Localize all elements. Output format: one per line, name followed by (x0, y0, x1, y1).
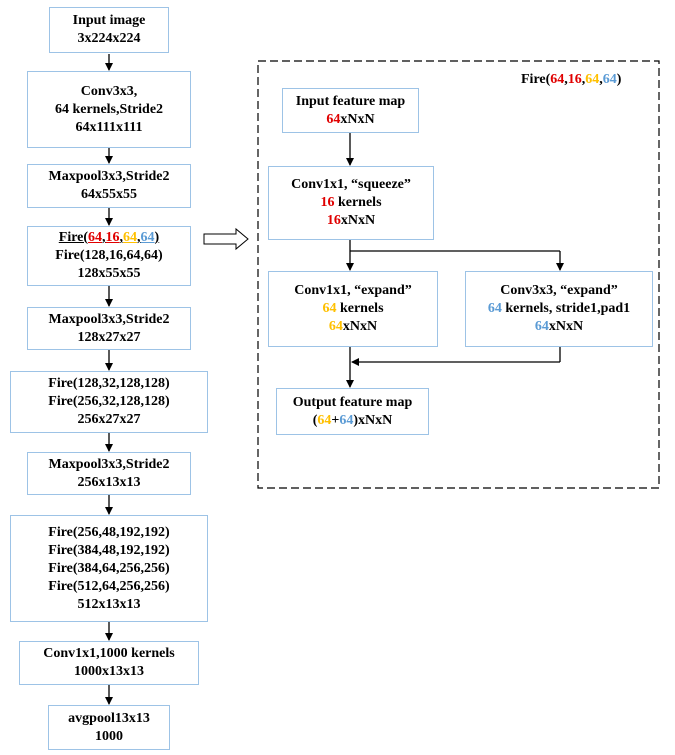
fm-expand3-box: Conv3x3, “expand” 64 kernels, stride1,pa… (465, 271, 653, 347)
fm-output-label: Output feature map (292, 394, 413, 410)
fire2-expand3: 64 (140, 230, 155, 245)
fire69-shape: 512x13x13 (77, 596, 141, 612)
fire23-box: Fire(64,16,64,64) Fire(128,16,64,64) 128… (27, 226, 191, 286)
conv1-line2: 64 kernels,Stride2 (54, 101, 164, 117)
input-image-label: Input image (72, 13, 146, 28)
conv1-box: Conv3x3, 64 kernels,Stride2 64x111x111 (27, 71, 191, 148)
avgpool-label: avgpool13x13 (68, 710, 150, 726)
conv10-shape: 1000x13x13 (74, 664, 144, 679)
maxpool1-box: Maxpool3x3,Stride2 64x55x55 (27, 164, 191, 208)
fire4-label: Fire(128,32,128,128) (48, 376, 170, 391)
fire7-label: Fire(384,48,192,192) (48, 542, 170, 558)
fire8-label: Fire(384,64,256,256) (48, 560, 170, 576)
title-expand1: 64 (585, 72, 600, 87)
fire2-squeeze-in: 64 (88, 230, 103, 245)
fm-expand3-shape: 64xNxN (534, 319, 584, 334)
conv1-shape: 64x111x111 (75, 119, 143, 135)
avgpool-box: avgpool13x13 1000 (48, 705, 170, 750)
fm-squeeze-shape: 16xNxN (326, 213, 376, 228)
hollow-expand-arrow (203, 227, 249, 251)
fm-expand3-kernels: 64 kernels, stride1,pad1 (487, 301, 631, 316)
fm-expand1-kernels: 64 kernels (322, 301, 384, 316)
maxpool3-label: Maxpool3x3,Stride2 (48, 456, 170, 472)
input-image-shape: 3x224x224 (77, 31, 141, 46)
title-squeeze: 16 (567, 72, 582, 87)
fm-output-shape: (64+64)xNxN (312, 412, 393, 428)
maxpool2-box: Maxpool3x3,Stride2 128x27x27 (27, 307, 191, 350)
avgpool-shape: 1000 (95, 728, 123, 744)
fm-expand3-label: Conv3x3, “expand” (500, 283, 618, 298)
maxpool2-label: Maxpool3x3,Stride2 (48, 311, 170, 327)
conv10-box: Conv1x1,1000 kernels 1000x13x13 (19, 641, 199, 685)
fm-output-box: Output feature map (64+64)xNxN (276, 388, 429, 435)
title-squeeze-in: 64 (550, 72, 565, 87)
fm-input-shape: 64xNxN (326, 111, 375, 127)
maxpool3-box: Maxpool3x3,Stride2 256x13x13 (27, 452, 191, 495)
fire6-label: Fire(256,48,192,192) (48, 524, 170, 540)
fire2-squeeze: 16 (105, 230, 120, 245)
conv1-line1: Conv3x3, (80, 83, 138, 99)
fm-squeeze-box: Conv1x1, “squeeze” 16 kernels 16xNxN (268, 166, 434, 240)
fm-input-label: Input feature map (295, 93, 406, 109)
fire-module-title: Fire(64,16,64,64) (521, 72, 622, 87)
fm-expand1-label: Conv1x1, “expand” (294, 283, 412, 298)
conv10-label: Conv1x1,1000 kernels (43, 646, 175, 661)
fire2-label: Fire(64,16,64,64) (58, 230, 160, 245)
fire9-label: Fire(512,64,256,256) (48, 578, 170, 594)
fm-expand1-box: Conv1x1, “expand” 64 kernels 64xNxN (268, 271, 438, 347)
fire69-box: Fire(256,48,192,192) Fire(384,48,192,192… (10, 515, 208, 622)
fire45-box: Fire(128,32,128,128) Fire(256,32,128,128… (10, 371, 208, 433)
fm-squeeze-label: Conv1x1, “squeeze” (291, 177, 411, 192)
fm-squeeze-kernels: 16 kernels (320, 195, 382, 210)
maxpool1-shape: 64x55x55 (81, 187, 137, 202)
fire23-shape: 128x55x55 (77, 266, 141, 281)
maxpool2-shape: 128x27x27 (77, 329, 141, 345)
fire5-label: Fire(256,32,128,128) (48, 394, 170, 409)
input-image-box: Input image 3x224x224 (49, 7, 169, 53)
fm-expand1-shape: 64xNxN (328, 319, 378, 334)
fire2-expand1: 64 (123, 230, 138, 245)
fire3-label: Fire(128,16,64,64) (55, 248, 163, 263)
fm-input-box: Input feature map 64xNxN (282, 88, 419, 133)
title-expand3: 64 (602, 72, 617, 87)
maxpool3-shape: 256x13x13 (77, 474, 141, 490)
maxpool1-label: Maxpool3x3,Stride2 (48, 169, 170, 184)
fire45-shape: 256x27x27 (77, 412, 141, 427)
